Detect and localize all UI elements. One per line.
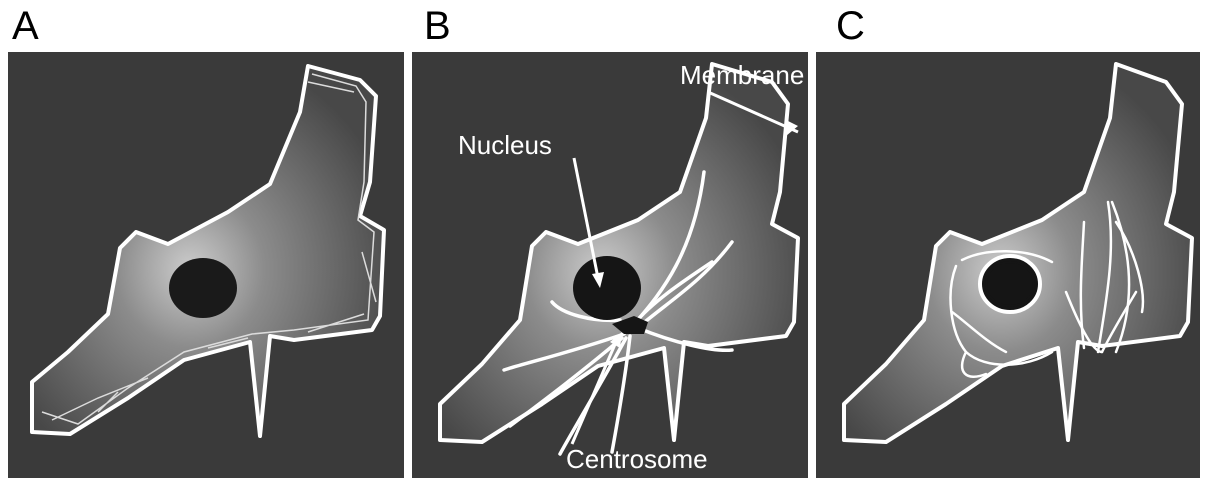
- panel-a-image: [8, 52, 404, 478]
- panel-label-c: C: [836, 6, 865, 46]
- panel-b-svg: Nucleus Membrane: [412, 52, 808, 478]
- membrane-label: Membrane: [680, 60, 804, 90]
- nucleus: [573, 256, 641, 320]
- nucleus: [980, 256, 1040, 312]
- panel-label-a: A: [12, 6, 39, 46]
- panel-c-svg: [816, 52, 1200, 478]
- panel-a-svg: [8, 52, 404, 478]
- panel-b-image: Nucleus Membrane: [412, 52, 808, 478]
- cell-body: [32, 66, 384, 436]
- nucleus-label: Nucleus: [458, 130, 552, 160]
- cell-body: [440, 64, 798, 442]
- centrosome-label: Centrosome: [566, 446, 708, 472]
- panel-c-image: [816, 52, 1200, 478]
- panel-label-b: B: [424, 6, 451, 46]
- nucleus: [169, 258, 237, 318]
